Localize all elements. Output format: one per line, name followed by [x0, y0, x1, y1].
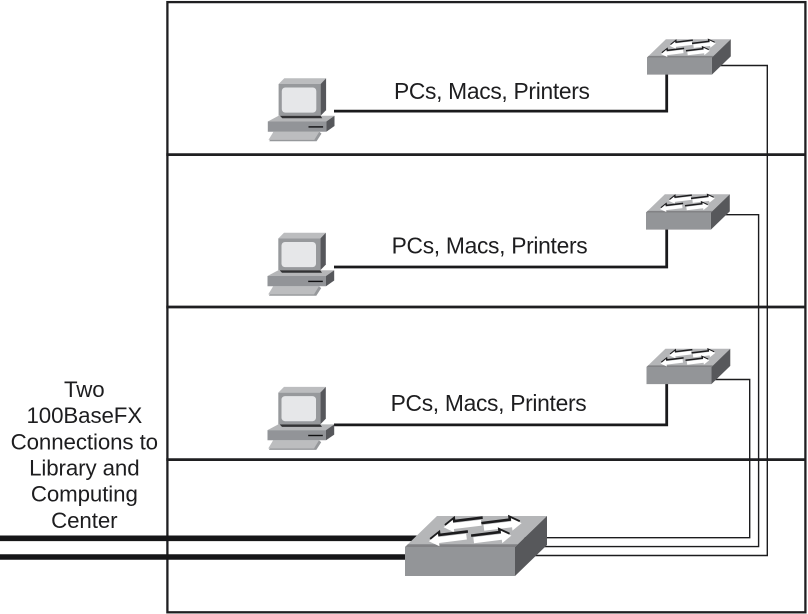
svg-text:Computing: Computing	[31, 482, 138, 507]
svg-text:Two: Two	[64, 377, 105, 402]
svg-text:Center: Center	[51, 508, 118, 533]
svg-text:Connections to: Connections to	[11, 429, 158, 454]
svg-text:PCs, Macs, Printers: PCs, Macs, Printers	[392, 232, 588, 258]
svg-text:100BaseFX: 100BaseFX	[26, 403, 142, 428]
svg-text:PCs, Macs, Printers: PCs, Macs, Printers	[391, 390, 587, 416]
svg-text:Library and: Library and	[29, 456, 139, 481]
svg-text:PCs, Macs, Printers: PCs, Macs, Printers	[394, 78, 590, 104]
